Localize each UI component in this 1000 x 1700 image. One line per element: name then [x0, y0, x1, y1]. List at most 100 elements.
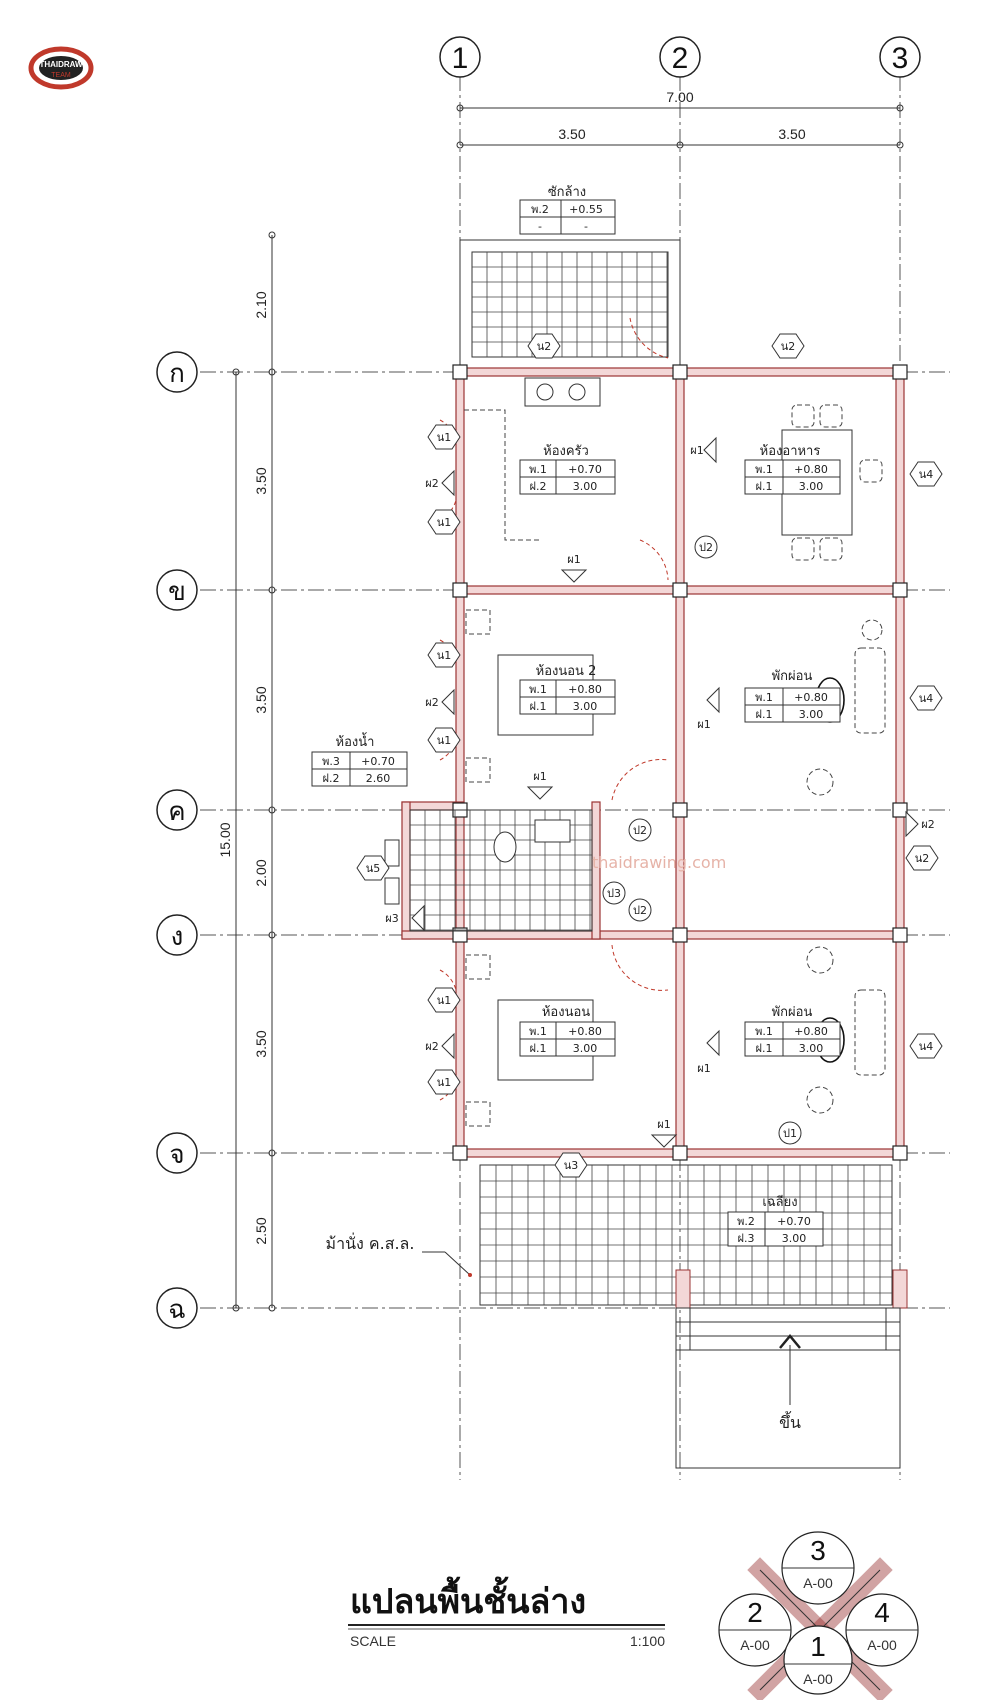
wall-tag-w1: ผ1: [560, 553, 588, 583]
row-label: ค: [168, 797, 185, 827]
wall-tag-w2: ผ2: [425, 1032, 455, 1060]
svg-text:น5: น5: [366, 862, 381, 875]
room-living-1: พักผ่อน พ.1 +0.80 ฝ.1 3.00: [744, 669, 841, 723]
svg-text:น2: น2: [781, 340, 796, 353]
room-kitchen: ห้องครัว พ.1 +0.70 ฝ.2 3.00: [519, 444, 616, 495]
bench-callout: ม้านั่ง ค.ส.ล.: [326, 1232, 472, 1277]
svg-text:ป1: ป1: [783, 1127, 797, 1140]
dimension-row-1: 2.10: [253, 291, 269, 318]
svg-text:น2: น2: [915, 852, 930, 865]
dimension-total-width: 7.00: [666, 89, 693, 105]
floor-code: พ.1: [755, 1025, 773, 1038]
ceiling-height: 3.00: [799, 480, 824, 493]
svg-text:ผ1: ผ1: [697, 1062, 710, 1075]
ceiling-code: ฝ.2: [323, 772, 340, 785]
window-tag-n4: น4: [909, 1033, 943, 1059]
floor-level: +0.80: [794, 1025, 828, 1038]
ceiling-height: -: [584, 220, 588, 233]
window-tag-n3: น3: [554, 1152, 588, 1178]
window-tag-n1: น1: [427, 509, 461, 535]
dimension-row-2: 3.50: [253, 467, 269, 494]
room-name: ซักล้าง: [548, 185, 586, 200]
entry-stairs: ขึ้น: [675, 1307, 901, 1469]
wall-tag-w2: ผ2: [905, 810, 935, 838]
row-bubbles: ก ข ค ง จ ฉ: [156, 351, 198, 1329]
section-marker-bottom: 1 A-00: [783, 1625, 853, 1695]
ceiling-code: ฝ.1: [756, 1042, 773, 1055]
svg-text:น1: น1: [437, 516, 452, 529]
svg-text:น4: น4: [919, 468, 934, 481]
floor-level: +0.80: [568, 1025, 602, 1038]
ceiling-code: ฝ.1: [530, 700, 547, 713]
scale-value: 1:100: [630, 1633, 665, 1649]
door-tag-p3: ป3: [602, 881, 626, 905]
column-label: 1: [452, 42, 469, 75]
room-name: ห้องนอน 2: [536, 664, 597, 679]
window-tag-n1: น1: [427, 424, 461, 450]
svg-text:น1: น1: [437, 1076, 452, 1089]
svg-text:ผ2: ผ2: [425, 1040, 438, 1053]
room-terrace: เฉลียง พ.2 +0.70 ฝ.3 3.00: [727, 1194, 824, 1247]
room-name: ห้องครัว: [543, 444, 589, 459]
svg-text:น1: น1: [437, 994, 452, 1007]
wall-tag-w1: ผ1: [697, 1029, 720, 1075]
window-tag-n4: น4: [909, 461, 943, 487]
ceiling-height: 3.00: [799, 1042, 824, 1055]
floor-code: พ.2: [737, 1215, 755, 1228]
svg-text:น3: น3: [564, 1159, 579, 1172]
svg-text:น4: น4: [919, 692, 934, 705]
svg-text:2: 2: [747, 1597, 763, 1628]
section-marker-top: 3 A-00: [781, 1531, 855, 1605]
svg-text:ผ2: ผ2: [921, 818, 934, 831]
room-name: เฉลียง: [762, 1194, 797, 1210]
ceiling-code: ฝ.1: [756, 708, 773, 721]
svg-text:1: 1: [810, 1631, 826, 1662]
svg-text:ผ1: ผ1: [697, 718, 710, 731]
window-tag-n2: น2: [905, 845, 939, 871]
dimension-row-3: 3.50: [253, 686, 269, 713]
terrace-floor: [479, 1164, 908, 1309]
section-marker-left: 2 A-00: [718, 1593, 792, 1667]
dimension-row-4: 2.00: [253, 859, 269, 886]
svg-text:A-00: A-00: [867, 1637, 897, 1653]
row-label: จ: [169, 1140, 184, 1170]
floor-level: +0.80: [794, 691, 828, 704]
row-label: ง: [171, 922, 184, 952]
svg-text:A-00: A-00: [803, 1671, 833, 1687]
column-bubble-1: 1: [439, 36, 481, 78]
wall-tag-w1: ผ1: [697, 686, 720, 731]
svg-text:ผ3: ผ3: [385, 912, 398, 925]
svg-text:A-00: A-00: [803, 1575, 833, 1591]
dimension-total-depth: 15.00: [217, 822, 233, 857]
scale-label: SCALE: [350, 1633, 396, 1649]
room-living-2: พักผ่อน พ.1 +0.80 ฝ.1 3.00: [744, 1005, 841, 1057]
svg-text:A-00: A-00: [740, 1637, 770, 1653]
floor-code: พ.1: [755, 691, 773, 704]
structural-columns: [452, 364, 908, 1161]
window-tag-n1: น1: [427, 727, 461, 753]
svg-text:น1: น1: [437, 431, 452, 444]
ceiling-code: ฝ.1: [756, 480, 773, 493]
door-tag-p1: ป1: [778, 1121, 802, 1145]
laundry-yard: [459, 239, 681, 373]
ceiling-code: ฝ.3: [738, 1232, 755, 1245]
top-dimensions: 7.00 3.50 3.50: [456, 89, 904, 149]
svg-text:ป2: ป2: [699, 541, 713, 554]
svg-text:ผ1: ผ1: [657, 1118, 670, 1131]
svg-text:4: 4: [874, 1597, 890, 1628]
floor-level: +0.80: [794, 463, 828, 476]
dimension-span-b: 3.50: [778, 126, 805, 142]
section-marker-right: 4 A-00: [845, 1593, 919, 1667]
svg-text:ผ2: ผ2: [425, 477, 438, 490]
ceiling-height: 2.60: [366, 772, 391, 785]
svg-text:ผ1: ผ1: [567, 553, 580, 566]
floor-code: พ.3: [322, 755, 340, 768]
svg-text:ผ1: ผ1: [533, 770, 546, 783]
window-tag-n1: น1: [427, 642, 461, 668]
floor-level: +0.55: [569, 203, 603, 216]
ceiling-height: 3.00: [573, 1042, 598, 1055]
floor-code: พ.1: [529, 463, 547, 476]
floor-level: +0.70: [777, 1215, 811, 1228]
room-name: ห้องอาหาร: [760, 444, 821, 459]
